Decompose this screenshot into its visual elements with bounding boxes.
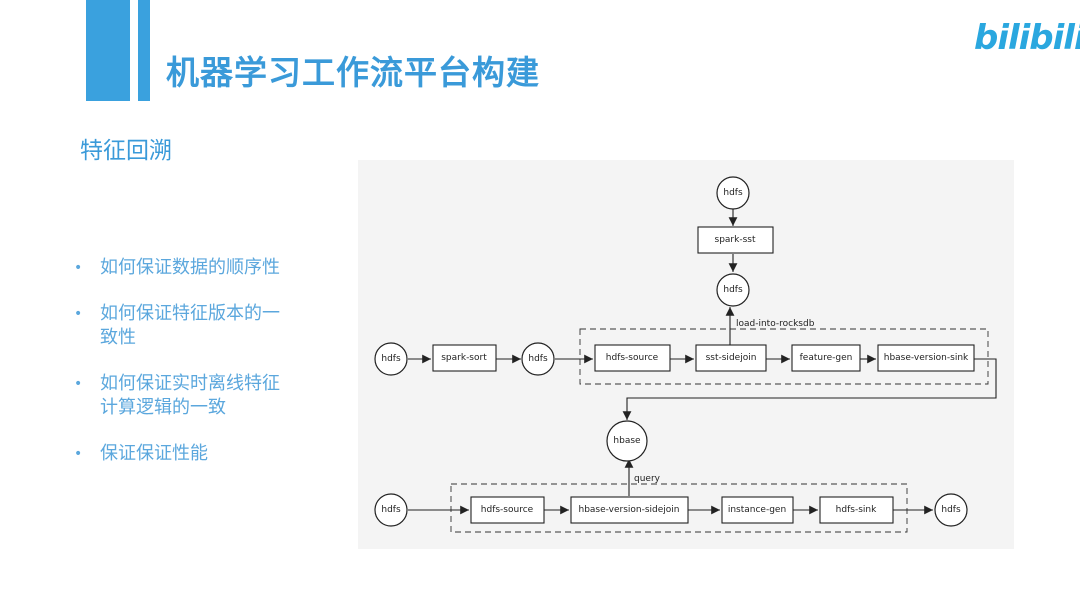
node-feature-gen xyxy=(791,344,861,372)
diagram-svg: load-into-rocksdb query hdfs xyxy=(374,176,997,533)
edge-label-query: query xyxy=(634,474,661,484)
node-hbase xyxy=(606,420,648,462)
label-hdfs-source1: hdfs-source xyxy=(606,353,659,363)
bullet-item: • 如何保证实时离线特征计算逻辑的一致 xyxy=(72,372,294,420)
label-hdfs-left1: hdfs xyxy=(381,354,401,364)
accent-bar-thin xyxy=(138,0,150,101)
accent-bar-thick xyxy=(86,0,130,101)
bottom-pipeline-group xyxy=(450,483,908,533)
label-hbase-version-sidejoin: hbase-version-sidejoin xyxy=(578,505,679,515)
node-sst-sidejoin xyxy=(695,344,767,372)
node-hdfs-top xyxy=(716,176,750,210)
label-spark-sort: spark-sort xyxy=(441,353,487,363)
bullet-list: • 如何保证数据的顺序性 • 如何保证特征版本的一致性 • 如何保证实时离线特征计算逻… xyxy=(72,256,294,488)
page-title: 机器学习工作流平台构建 xyxy=(166,53,540,92)
bullet-dot-icon: • xyxy=(74,306,83,322)
bullet-item: • 保证保证性能 xyxy=(72,442,294,466)
label-hdfs-top: hdfs xyxy=(723,188,743,198)
node-hdfs-left1 xyxy=(374,342,408,376)
label-sst-sidejoin: sst-sidejoin xyxy=(706,353,757,363)
label-feature-gen: feature-gen xyxy=(800,353,853,363)
node-hbase-version-sink xyxy=(877,344,975,372)
label-hbase-version-sink: hbase-version-sink xyxy=(884,353,969,363)
bilibili-logo: bilibili xyxy=(974,18,1080,58)
label-hdfs-left2: hdfs xyxy=(528,354,548,364)
section-subtitle: 特征回溯 xyxy=(80,138,172,164)
bullet-text: 如何保证实时离线特征计算逻辑的一致 xyxy=(100,373,280,418)
edge-hbase-version-sink-to-hbase xyxy=(622,358,997,420)
label-hdfs-bottom-right: hdfs xyxy=(941,505,961,515)
node-spark-sort xyxy=(432,344,497,372)
bullet-dot-icon: • xyxy=(74,446,83,462)
bullet-text: 保证保证性能 xyxy=(100,443,208,464)
label-spark-sst: spark-sst xyxy=(715,235,756,245)
top-pipeline-group xyxy=(579,328,989,385)
bullet-item: • 如何保证特征版本的一致性 xyxy=(72,302,294,350)
label-hbase: hbase xyxy=(613,436,641,446)
bullet-dot-icon: • xyxy=(74,260,83,276)
node-hdfs-sink xyxy=(819,496,894,524)
edge-label-load-into-rocksdb: load-into-rocksdb xyxy=(736,319,815,329)
node-spark-sst xyxy=(697,226,774,254)
feature-backtrack-diagram: load-into-rocksdb query hdfs xyxy=(358,160,1014,549)
label-hdfs-source2: hdfs-source xyxy=(481,505,534,515)
label-hdfs-bottom-left: hdfs xyxy=(381,505,401,515)
node-hdfs-bottom-left xyxy=(374,493,408,527)
node-hdfs-left2 xyxy=(521,342,555,376)
label-instance-gen: instance-gen xyxy=(728,505,786,515)
bullet-dot-icon: • xyxy=(74,376,83,392)
node-instance-gen xyxy=(721,496,794,524)
node-hdfs-bottom-right xyxy=(934,493,968,527)
node-hbase-version-sidejoin xyxy=(570,496,689,524)
label-hdfs-sink: hdfs-sink xyxy=(836,505,877,515)
bullet-text: 如何保证数据的顺序性 xyxy=(100,257,280,278)
node-hdfs-source2 xyxy=(470,496,545,524)
bullet-text: 如何保证特征版本的一致性 xyxy=(100,303,280,348)
node-hdfs-mid xyxy=(716,273,750,307)
bullet-item: • 如何保证数据的顺序性 xyxy=(72,256,294,280)
node-hdfs-source1 xyxy=(594,344,671,372)
label-hdfs-mid: hdfs xyxy=(723,285,743,295)
